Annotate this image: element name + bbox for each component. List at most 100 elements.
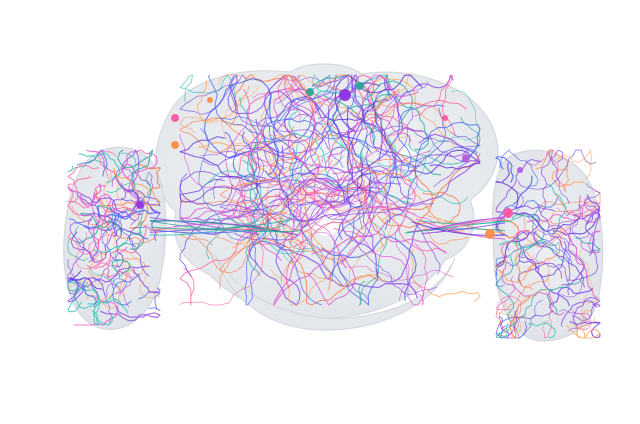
neurite-branch [103,172,115,238]
neurite-branch [567,202,599,281]
neurite-branch [233,145,265,218]
neurite-branch [408,90,481,181]
neuron-soma [171,141,179,149]
neurite-branch [237,129,265,220]
neurite-branch [327,202,434,219]
neurite-branch [179,117,253,153]
neurite-branch [408,149,481,175]
neurite-branch [130,172,154,226]
neurite-branch [509,294,532,339]
neurite-branch [67,237,85,295]
neurite-branch [327,192,387,281]
neurite-branch [260,179,349,218]
neurite-branch [575,316,595,339]
neurite-branch [103,270,132,308]
neurite-branch [109,190,140,218]
neurite-branch [500,299,543,339]
neurite-branch [350,239,438,296]
neurite-branch [81,193,137,222]
neurite-branch [370,125,481,148]
neurite-branch [88,219,114,261]
neurite-branch [67,282,89,313]
axon-tract [149,220,283,233]
neurite-branch [255,157,446,253]
axon-tract [404,220,506,234]
neurite-branch [334,74,412,119]
neurite-branch [548,149,570,204]
neurite-branch [74,220,123,244]
neurite-branch [317,74,453,134]
neurite-branch [67,176,94,217]
neurite-branch [518,240,567,278]
neurite-branch [67,225,89,261]
neurite-branch [369,120,416,238]
neurite-branch [74,277,118,326]
neurite-branch [517,149,597,190]
axon-tract [430,217,506,231]
axon-tract [149,220,299,233]
neurite-branch [111,278,127,294]
neuron-reconstructions [67,74,601,339]
neurite-branch [556,201,601,217]
neurite-branch [495,322,513,339]
neurite-branch [546,276,583,315]
neurite-branch [516,213,541,241]
neurite-branch [114,167,146,213]
neurite-branch [71,205,110,237]
neurite-branch [495,197,558,237]
neurite-branch [219,179,270,218]
neurite-branch [322,178,448,254]
neurite-branch [242,159,269,277]
neurite-branch [302,156,380,208]
neurite-branch [219,204,280,213]
neuron-soma [485,229,495,239]
ventral-brain-mesh [214,254,456,331]
neuron-soma [356,82,364,90]
neurite-branch [67,259,107,288]
neurite-branch [328,147,345,217]
neurite-branch [495,256,514,323]
neurite-branch [408,117,481,165]
neurite-branch [384,121,481,231]
neurite-branch [111,184,127,237]
neurite-branch [179,213,264,306]
neurite-branch [552,194,601,236]
neurite-branch [358,232,388,306]
neurite-branch [380,91,407,172]
neurite-branch [227,74,310,117]
neurite-branch [121,257,146,276]
neurite-branch [264,217,322,306]
neurite-branch [352,95,418,170]
neuron-soma [442,115,448,121]
neurite-branch [95,218,140,262]
neurite-branch [495,250,534,283]
neurite-branch [219,179,277,204]
neurite-branch [230,126,408,245]
neurite-branch [495,232,530,267]
neurite-branch [554,149,593,179]
neurite-branch [511,214,545,257]
neurite-branch [262,237,380,306]
neurite-branch [281,198,344,287]
neurite-branch [394,222,425,306]
neurite-branch [67,211,108,255]
neurite-branch [522,248,571,307]
neurite-branch [253,150,285,247]
neurite-branch [377,74,403,162]
neurite-branch [92,298,129,326]
neurite-branch [308,187,411,211]
neurite-branch [340,179,379,265]
neurite-branch [102,209,143,232]
neuron-soma [136,201,144,209]
neurite-branch [321,236,417,301]
neurite-branch [112,273,140,306]
neurite-branch [535,149,570,192]
neurite-branch [293,175,418,248]
neurite-branch [120,149,152,187]
neurite-branch [111,149,158,187]
neurite-branch [136,163,161,196]
neurite-branch [561,300,601,327]
neurite-branch [535,236,575,271]
neurite-branch [68,213,120,231]
